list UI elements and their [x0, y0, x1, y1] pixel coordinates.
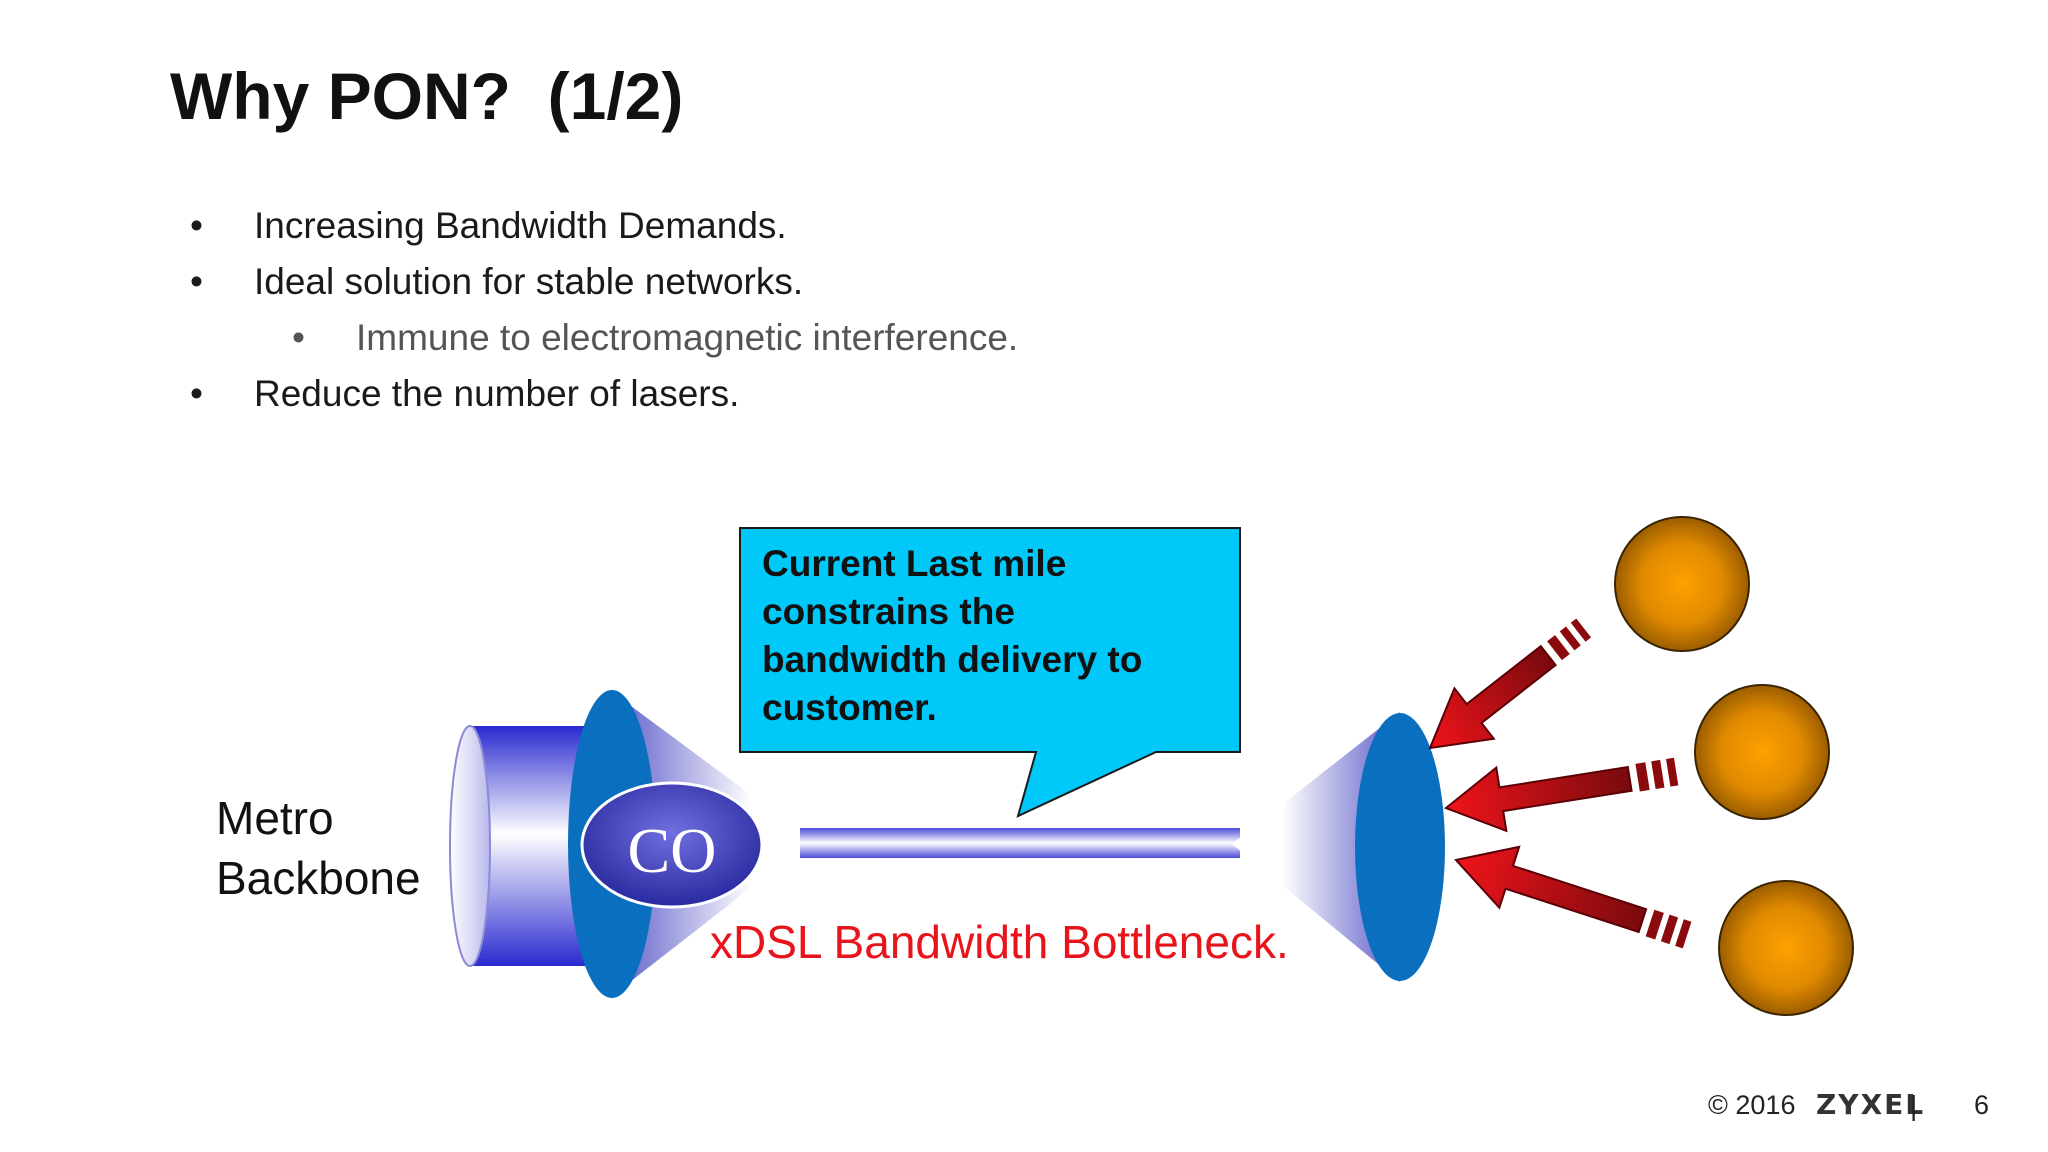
customer-node-icon: [1718, 880, 1854, 1016]
customer-node-icon: [1614, 516, 1750, 652]
bullet-item: • Reduce the number of lasers.: [190, 373, 740, 415]
co-label: CO: [628, 815, 717, 886]
callout-line: Current Last mile: [762, 543, 1066, 584]
co-node: CO: [580, 781, 764, 909]
callout-line: customer.: [762, 687, 937, 728]
bullet-list: • Increasing Bandwidth Demands. • Ideal …: [0, 0, 2048, 450]
metro-label-line: Metro: [216, 792, 334, 844]
demand-arrow-icon: [1428, 618, 1592, 750]
bullet-text: Immune to electromagnetic interference.: [356, 317, 1019, 358]
svg-text:Metro Backbone: Metro Backbone: [216, 792, 421, 904]
last-mile-link: [800, 828, 1240, 858]
bullet-marker: •: [190, 373, 203, 414]
bullet-marker: •: [190, 261, 203, 302]
bullet-item: • Ideal solution for stable networks.: [190, 261, 804, 303]
bullet-marker: •: [292, 317, 305, 358]
bottleneck-label: xDSL Bandwidth Bottleneck.: [710, 916, 1289, 968]
svg-text:Current Last mile cons: Current Last mile constrains the bandwid…: [762, 543, 1153, 728]
bullet-text: Ideal solution for stable networks.: [254, 261, 804, 302]
customer-cone-icon: [1232, 712, 1445, 982]
callout-box: Current Last mile constrains the bandwid…: [739, 527, 1241, 818]
demand-arrow-icon: [1454, 845, 1692, 949]
metro-label-line: Backbone: [216, 852, 421, 904]
page-number: 6: [1974, 1090, 1990, 1120]
demand-arrow-icon: [1444, 757, 1679, 833]
bullet-text: Reduce the number of lasers.: [254, 373, 740, 414]
footer-separator: |: [1910, 1090, 1918, 1121]
customer-node-icon: [1694, 684, 1830, 820]
callout-line: bandwidth delivery to: [762, 639, 1142, 680]
bullet-subitem: • Immune to electromagnetic interference…: [292, 317, 1019, 359]
metro-backbone-cylinder-icon: [449, 725, 588, 967]
slide-title: Why PON? (1/2): [170, 59, 684, 133]
bullet-marker: •: [190, 205, 203, 246]
footer-brand-logo: ZYXEL: [1816, 1088, 1926, 1121]
bullet-item: • Increasing Bandwidth Demands.: [190, 205, 787, 247]
callout-line: constrains the: [762, 591, 1015, 632]
footer-copyright: © 2016: [1708, 1090, 1796, 1120]
bullet-text: Increasing Bandwidth Demands.: [254, 205, 787, 246]
